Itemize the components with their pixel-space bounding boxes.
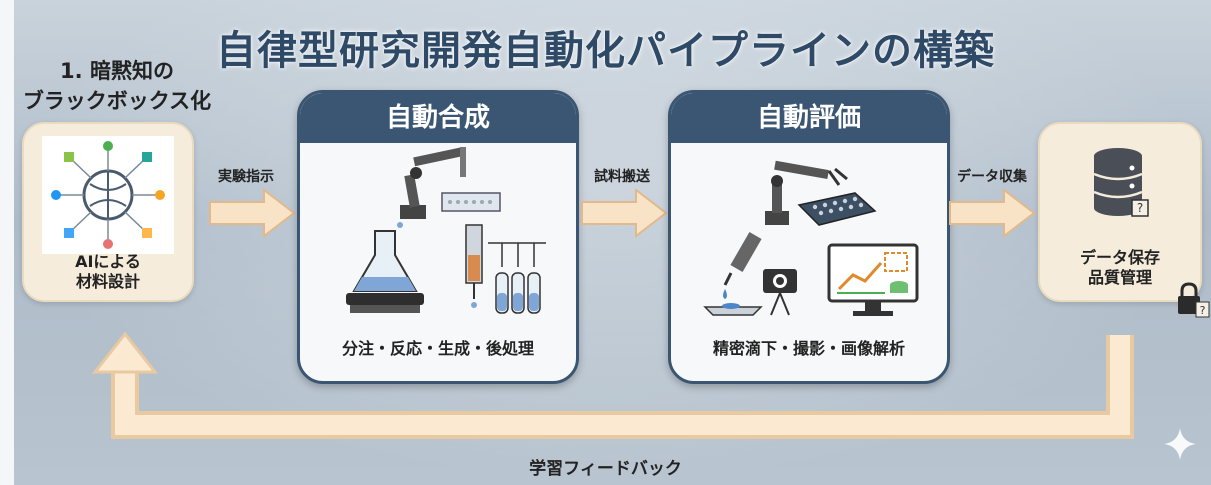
lock-icon: ? <box>1178 282 1210 318</box>
arrow-label-transfer: 試料搬送 <box>594 169 650 185</box>
step1-line1: 1. 暗黙知の <box>60 59 174 83</box>
monitor-analysis-icon <box>827 243 919 316</box>
data-storage-card: ? データ保存 品質管理 <box>1038 122 1202 302</box>
page-title: 自律型研究開発自動化パイプラインの構築 <box>216 28 995 74</box>
data-card-line1: データ保存 <box>1079 248 1160 267</box>
data-card-line2: 品質管理 <box>1087 268 1152 287</box>
svg-text:?: ? <box>1137 201 1143 215</box>
sparkle-icon <box>1164 428 1196 460</box>
synthesis-title: 自動合成 <box>300 93 576 143</box>
robot-gripper-icon <box>765 160 877 226</box>
robot-arm-icon <box>400 147 501 219</box>
left-margin <box>0 0 14 485</box>
synthesis-panel: 自動合成 分注・反応・生成・後処理 <box>297 90 579 384</box>
right-arrow-icon <box>581 188 668 238</box>
svg-text:?: ? <box>1200 304 1206 317</box>
step1-line2: ブラックボックス化 <box>22 89 212 113</box>
step1-label: 1. 暗黙知の ブラックボックス化 <box>22 56 212 116</box>
evaluation-caption: 精密滴下・撮影・画像解析 <box>712 339 905 358</box>
flask-stirrer-icon <box>346 222 424 313</box>
evaluation-panel: 自動評価 精密滴下・撮影・画像解析 <box>668 90 950 384</box>
arrow-label-collection: データ収集 <box>957 169 1027 185</box>
ai-card-line2: 材料設計 <box>75 272 140 291</box>
synthesis-caption: 分注・反応・生成・後処理 <box>341 339 534 358</box>
feedback-label: 学習フィードバック <box>529 459 682 479</box>
right-arrow-icon <box>209 188 296 238</box>
database-icon: ? <box>1093 148 1149 217</box>
ai-card-line1: AIによる <box>75 252 141 271</box>
ai-brain-icon <box>42 136 174 254</box>
right-arrow-icon <box>949 188 1036 238</box>
evaluation-title: 自動評価 <box>671 93 947 143</box>
arrow-label-instruction: 実験指示 <box>218 169 274 185</box>
dispenser-tubes-icon <box>465 224 546 314</box>
background-glow <box>14 0 1211 485</box>
dropper-camera-icon <box>703 232 797 316</box>
ai-design-card: AIによる 材料設計 <box>22 122 194 302</box>
